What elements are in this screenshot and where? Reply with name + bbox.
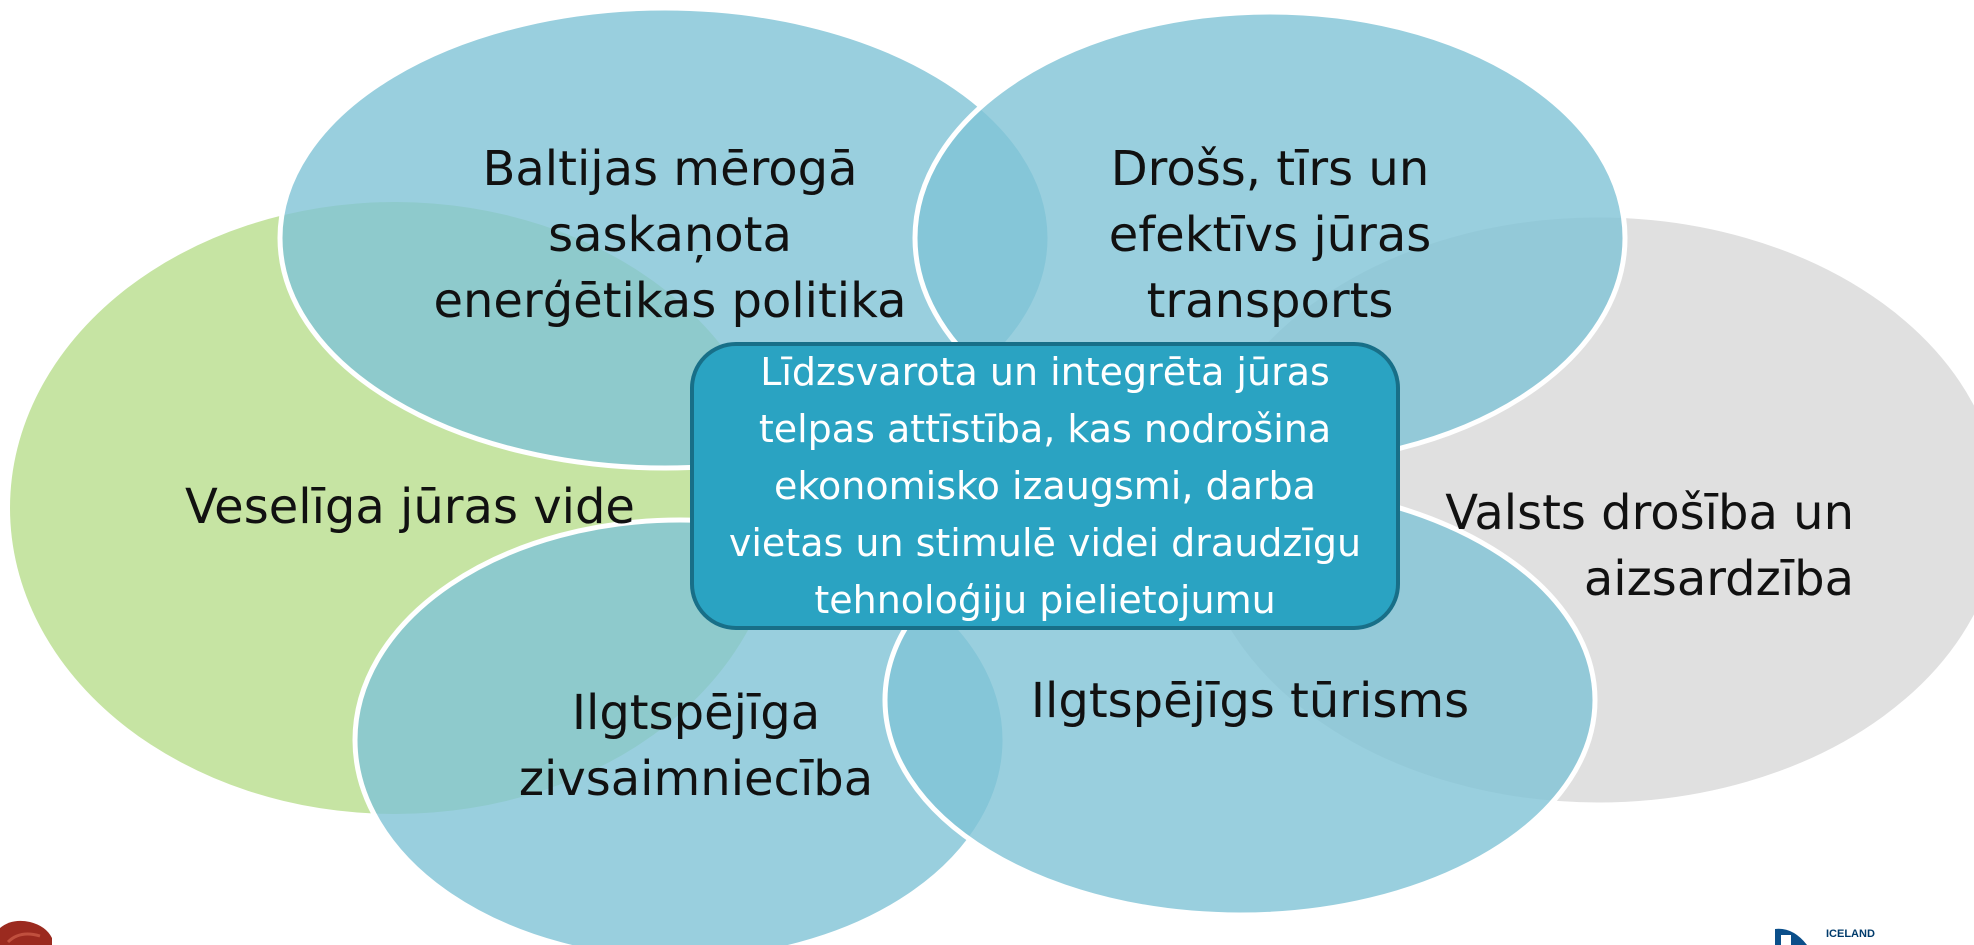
label-energy: Baltijas mērogā saskaņota enerģētikas po…: [420, 136, 920, 334]
label-security-line1: Valsts drošība un: [1445, 485, 1854, 541]
label-fishery-line2: zivsaimniecība: [518, 751, 874, 807]
right-logo: [1775, 928, 1807, 945]
label-fishery: Ilgtspējīga zivsaimniecība: [496, 680, 896, 812]
label-tourism-line1: Ilgtspējīgs tūrisms: [1030, 673, 1470, 729]
center-goal-box: Līdzsvarota un integrēta jūras telpas at…: [690, 342, 1400, 630]
label-security: Valsts drošība un aizsardzība: [1420, 480, 1854, 612]
center-goal-text: Līdzsvarota un integrēta jūras telpas at…: [728, 349, 1362, 622]
label-transport-line2: efektīvs jūras: [1108, 207, 1432, 263]
label-security-line2: aizsardzība: [1583, 551, 1854, 607]
left-logo: [0, 920, 52, 945]
label-environment: Veselīga jūras vide: [160, 474, 660, 540]
label-energy-line2: saskaņota: [548, 207, 792, 263]
right-logo-text: ICELAND: [1826, 928, 1875, 940]
label-energy-line1: Baltijas mērogā: [482, 141, 858, 197]
label-environment-line1: Veselīga jūras vide: [185, 479, 635, 535]
label-transport: Drošs, tīrs un efektīvs jūras transports: [1060, 136, 1480, 334]
label-fishery-line1: Ilgtspējīga: [571, 685, 821, 741]
label-tourism: Ilgtspējīgs tūrisms: [1000, 668, 1500, 734]
label-transport-line1: Drošs, tīrs un: [1110, 141, 1430, 197]
label-transport-line3: transports: [1146, 273, 1394, 329]
label-energy-line3: enerģētikas politika: [433, 273, 907, 329]
